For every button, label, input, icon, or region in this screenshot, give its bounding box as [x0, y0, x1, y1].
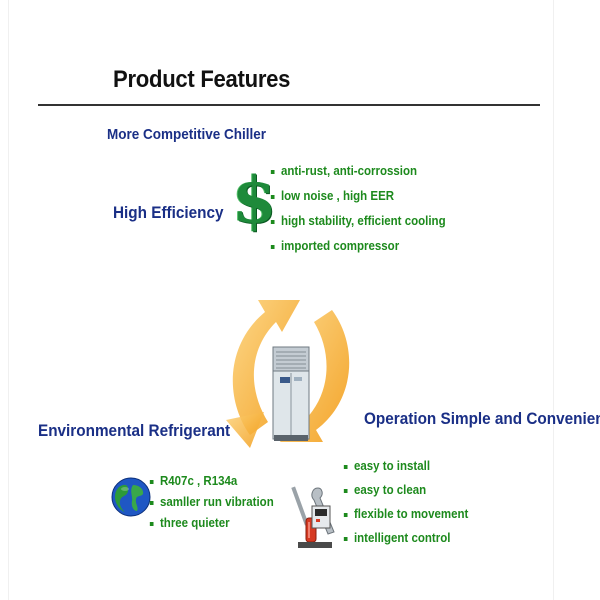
- globe-icon: [111, 477, 151, 517]
- list-item: R407c , R134a: [148, 474, 274, 495]
- chiller-unit-icon: [272, 346, 310, 441]
- title-divider: [38, 104, 540, 106]
- high-efficiency-heading: High Efficiency: [113, 203, 224, 222]
- page-title: Product Features: [113, 66, 291, 93]
- list-item: intelligent control: [342, 531, 468, 555]
- list-item: three quieter: [148, 516, 274, 537]
- list-item: samller run vibration: [148, 495, 274, 516]
- list-item: flexible to movement: [342, 507, 468, 531]
- list-item: low noise , high EER: [269, 189, 446, 214]
- operation-list: easy to install easy to clean flexible t…: [342, 459, 479, 555]
- tools-icon: [291, 486, 335, 548]
- left-edge-line: [8, 0, 9, 600]
- list-item: easy to install: [342, 459, 468, 483]
- list-item: imported compressor: [269, 239, 446, 264]
- subtitle: More Competitive Chiller: [107, 126, 267, 143]
- operation-heading: Operation Simple and Convenient: [364, 409, 600, 428]
- list-item: easy to clean: [342, 483, 468, 507]
- environmental-list: R407c , R134a samller run vibration thre…: [148, 474, 285, 537]
- list-item: high stability, efficient cooling: [269, 214, 446, 239]
- right-edge-line: [553, 0, 554, 600]
- cycle-arrows-icon: [226, 300, 350, 448]
- list-item: anti-rust, anti-corrossion: [269, 164, 446, 189]
- dollar-sign-icon: $: [232, 163, 277, 238]
- environmental-heading: Environmental Refrigerant: [38, 421, 231, 440]
- high-efficiency-list: anti-rust, anti-corrossion low noise , h…: [269, 164, 461, 264]
